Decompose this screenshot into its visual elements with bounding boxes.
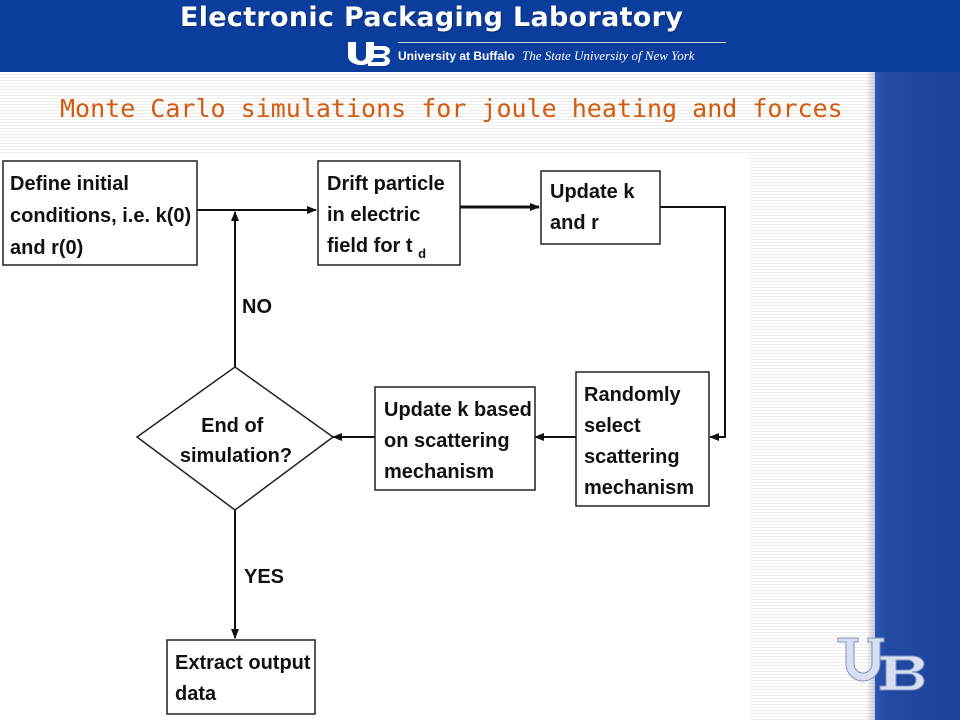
define-initial-text: Define initial conditions, i.e. k(0) and… xyxy=(10,173,197,259)
side-panel-shadow xyxy=(866,72,876,720)
university-line: University at Buffalo The State Universi… xyxy=(398,48,695,64)
university-name: University at Buffalo xyxy=(398,49,515,63)
update-k-scattering-box xyxy=(374,386,536,491)
side-panel xyxy=(875,72,960,720)
randomly-select-text: Randomly select scattering mechanism xyxy=(584,384,694,499)
drift-particle-box xyxy=(317,160,461,266)
drift-particle-text: Drift particle in electric field for t d xyxy=(327,173,450,261)
end-of-simulation-text: End of simulation? xyxy=(180,415,292,467)
yes-label: YES xyxy=(244,566,284,588)
lab-title: Electronic Packaging Laboratory xyxy=(180,2,684,33)
state-university-name: The State University of New York xyxy=(522,48,695,63)
randomly-select-box xyxy=(575,371,710,507)
ub-logo-icon xyxy=(348,42,390,66)
update-k-r-text: Update k and r xyxy=(550,181,640,234)
update-k-r-box xyxy=(540,170,661,245)
arrow-update-to-random xyxy=(660,206,726,441)
define-initial-box xyxy=(2,160,198,266)
banner-divider xyxy=(398,42,726,43)
update-k-scattering-text: Update k based on scattering mechanism xyxy=(384,399,537,483)
no-label: NO xyxy=(242,296,272,318)
ub-logo-icon xyxy=(837,637,925,691)
extract-output-box xyxy=(166,639,316,715)
extract-output-text: Extract output data xyxy=(175,652,316,705)
end-of-simulation-diamond xyxy=(135,366,335,511)
slide-title: Monte Carlo simulations for joule heatin… xyxy=(60,94,843,123)
header-banner: Electronic Packaging Laboratory Universi… xyxy=(0,0,960,72)
flowchart: Define initial conditions, i.e. k(0) and… xyxy=(2,160,726,715)
